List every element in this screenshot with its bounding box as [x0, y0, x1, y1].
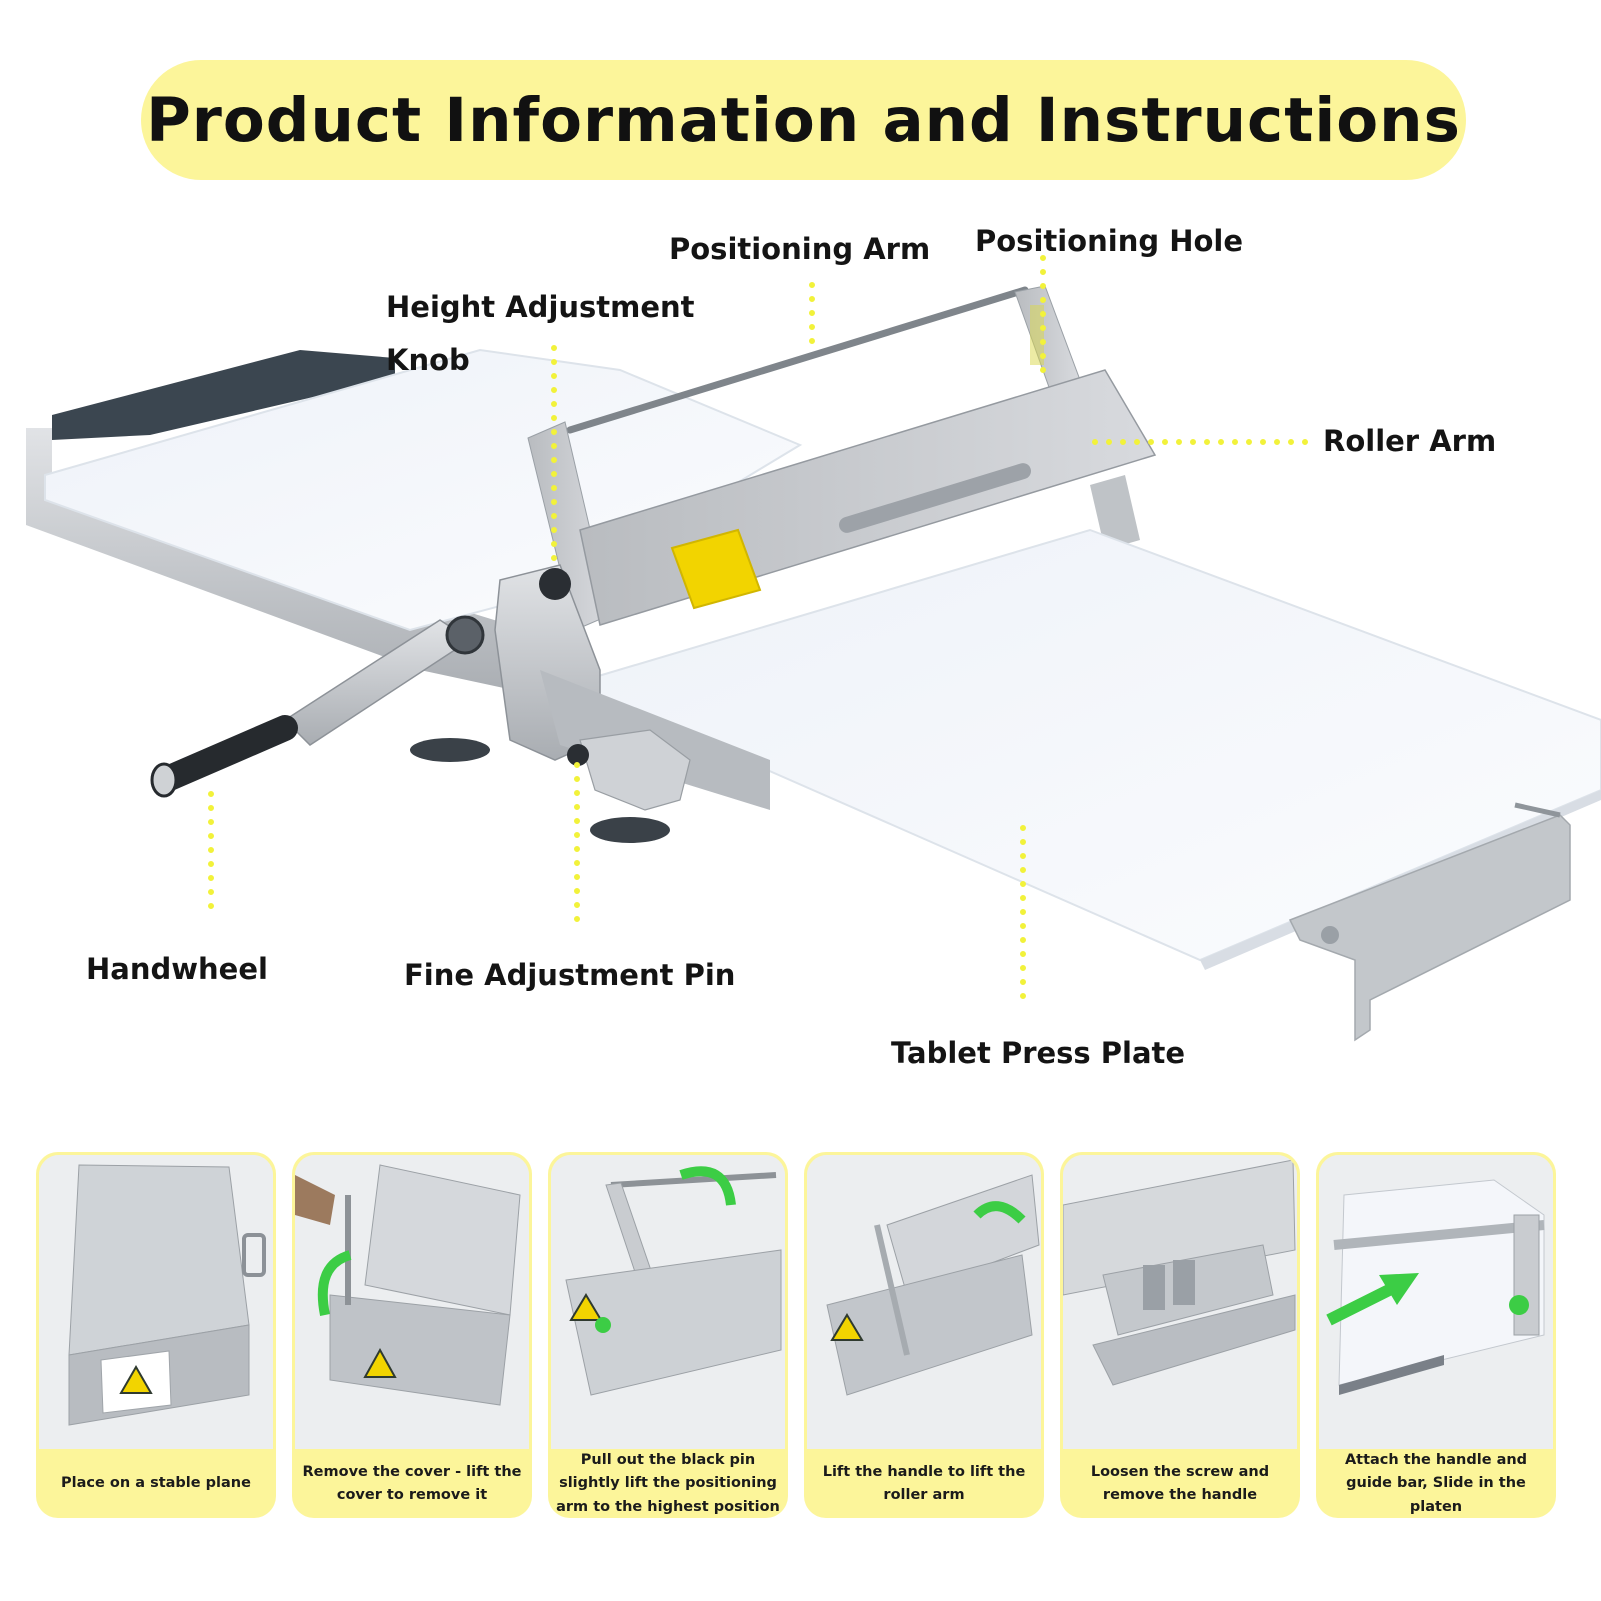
callout-positioning-hole: Positioning Hole [975, 224, 1243, 258]
positioning-arm-rod [566, 286, 1029, 434]
rear-tray [52, 350, 395, 440]
slot-handle [839, 463, 1031, 533]
straight-arrow-line [1326, 1284, 1392, 1326]
callout-roller-arm: Roller Arm [1323, 424, 1497, 458]
step-photo-remove-cover [295, 1155, 529, 1449]
step-caption: Loosen the screw and remove the handle [1090, 1463, 1270, 1503]
curved-arrow-icon [973, 1201, 1026, 1224]
right-foot [590, 817, 670, 843]
step-caption: Pull out the black pin slightly lift the… [556, 1452, 780, 1515]
step-caption: Lift the handle to lift the roller arm [822, 1463, 1026, 1503]
step-photo-remove-handle [1063, 1155, 1297, 1449]
step-caption: Place on a stable plane [61, 1475, 251, 1492]
step-card: Loosen the screw and remove the handle [1060, 1152, 1300, 1518]
callout-tablet-press-plate: Tablet Press Plate [891, 1036, 1186, 1070]
dough-sheeter-illustration [26, 255, 1601, 1042]
right-support [1090, 475, 1140, 550]
step-card: Remove the cover - lift the cover to rem… [292, 1152, 532, 1518]
callout-fine-adjustment-pin: Fine Adjustment Pin [404, 958, 736, 992]
curved-arrow-icon [317, 1250, 352, 1316]
arrow-right-icon [1379, 1273, 1419, 1305]
handwheel-grip [150, 715, 298, 798]
callout-leaders [208, 255, 1318, 1003]
fine-adjustment-pin [567, 744, 589, 766]
warning-triangle-icon [363, 1347, 397, 1378]
hole-marks [1030, 305, 1044, 365]
curved-arrow-icon [679, 1166, 736, 1206]
instruction-steps: Place on a stable plane Remove the cover… [36, 1152, 1570, 1520]
step-card: Place on a stable plane [36, 1152, 276, 1518]
page-title: Product Information and Instructions [146, 84, 1461, 156]
step-caption: Attach the handle and guide bar, Slide i… [1344, 1452, 1528, 1515]
right-leg-screw [1321, 926, 1339, 944]
step-photo-slide-platen [1319, 1155, 1553, 1449]
callout-handwheel: Handwheel [86, 952, 268, 986]
product-diagram: Positioning Arm Positioning Hole Height … [0, 200, 1601, 1100]
step-caption: Remove the cover - lift the cover to rem… [302, 1463, 522, 1503]
callout-height-adjustment: Height Adjustment [386, 290, 695, 324]
callout-positioning-arm: Positioning Arm [669, 232, 931, 266]
step-card: Lift the handle to lift the roller arm [804, 1152, 1044, 1518]
title-banner: Product Information and Instructions [141, 60, 1466, 180]
right-leg-rod [1514, 802, 1561, 818]
step-photo-folded-machine [39, 1155, 273, 1449]
right-bracket [1014, 285, 1081, 391]
fine-adjust-bracket [579, 729, 691, 811]
warning-triangle-icon [119, 1364, 153, 1394]
warning-sticker [670, 528, 762, 610]
step-photo-lift-positioning-arm [551, 1155, 785, 1449]
warning-triangle-icon [830, 1313, 864, 1341]
crank-hub [445, 615, 485, 655]
height-adjustment-knob [539, 568, 571, 600]
step-photo-lift-roller-arm [807, 1155, 1041, 1449]
step-card: Pull out the black pin slightly lift the… [548, 1152, 788, 1518]
left-foot [410, 738, 490, 762]
step-card: Attach the handle and guide bar, Slide i… [1316, 1152, 1556, 1518]
callout-height-adjustment-knob: Knob [386, 343, 470, 377]
warning-triangle-icon [569, 1293, 603, 1321]
right-leg-frame [1288, 814, 1571, 1042]
